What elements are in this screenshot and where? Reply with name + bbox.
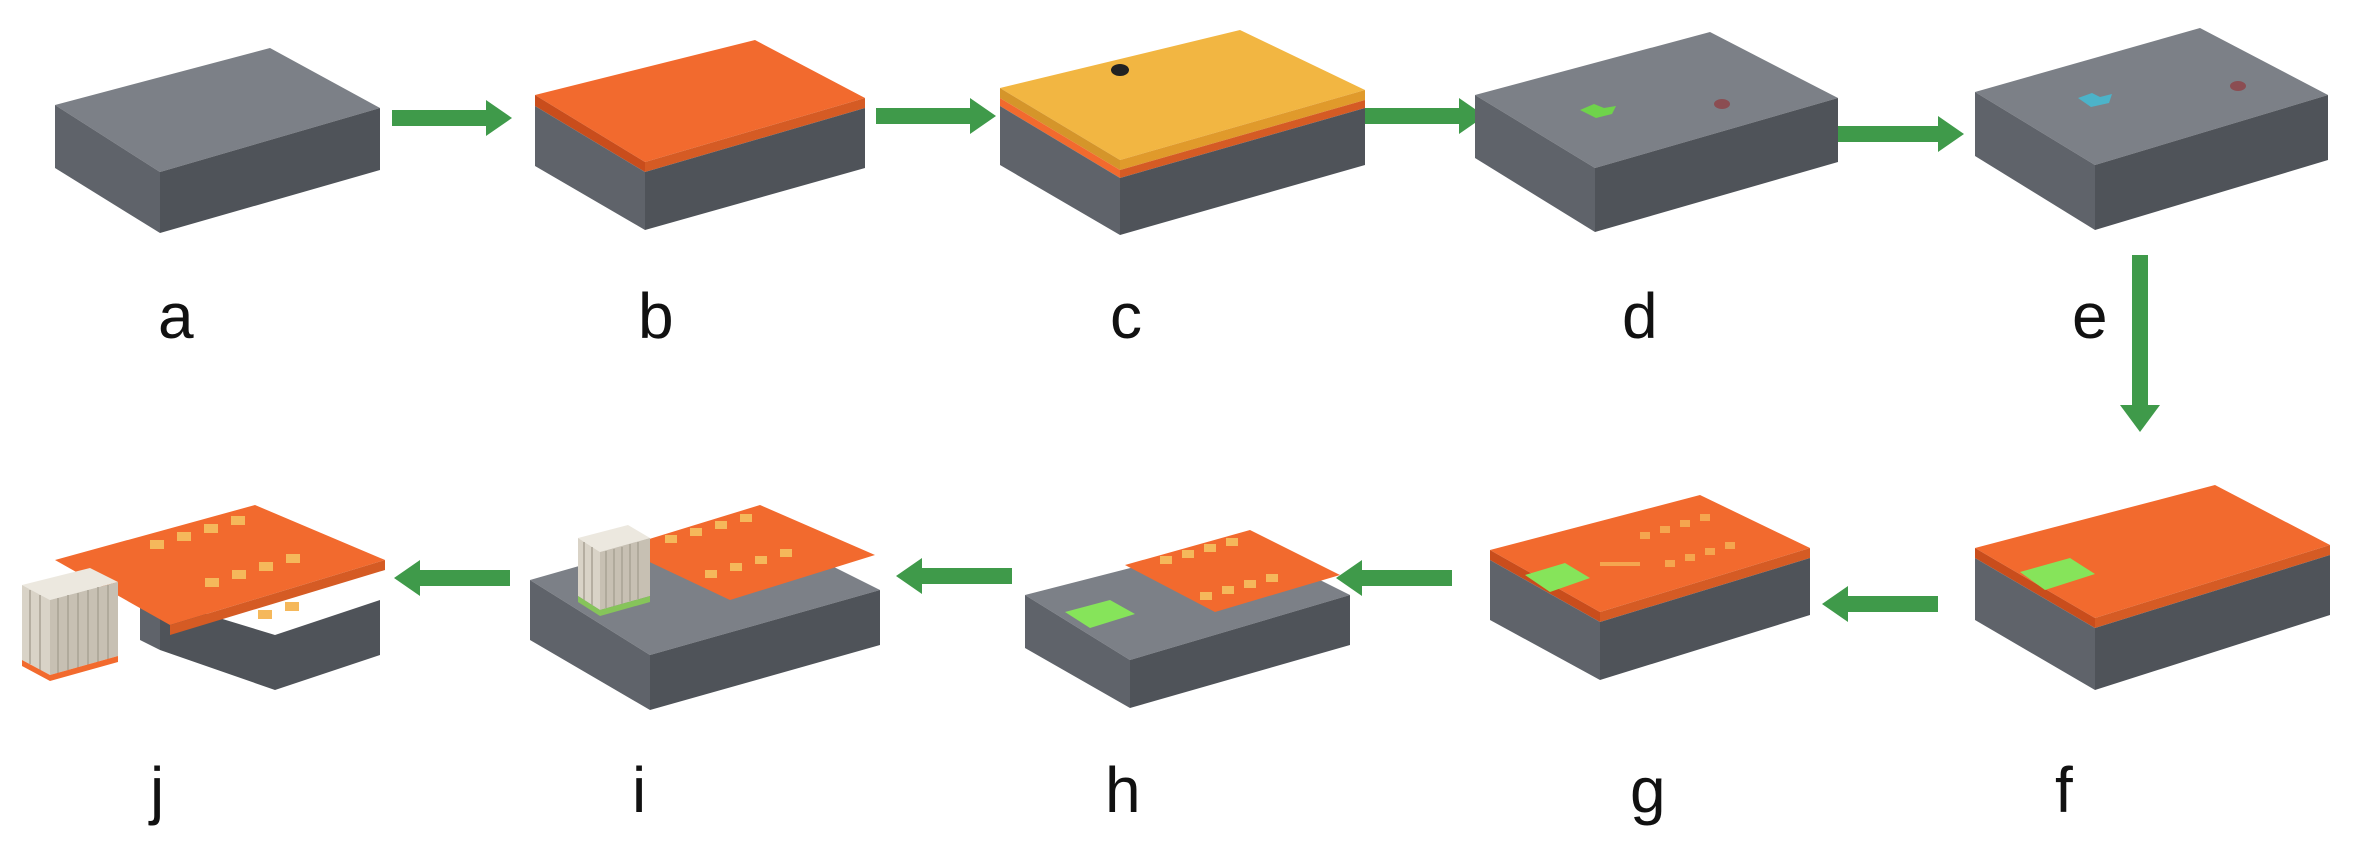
step-a-substrate-block [55, 48, 380, 233]
arrow-a-to-b [392, 100, 512, 136]
arrow-c-to-d [1365, 98, 1485, 134]
step-b-orange-layer-block [535, 40, 865, 230]
step-c-yellow-layer-block [1000, 30, 1365, 235]
step-label-b: b [638, 280, 674, 352]
electrode-layer [55, 505, 385, 625]
arrow-d-to-e [1838, 116, 1964, 152]
arrow-i-to-j [394, 560, 510, 596]
step-label-h: h [1105, 754, 1141, 826]
step-i-nanowire-block [530, 505, 880, 710]
arrow-h-to-i [896, 558, 1012, 594]
arrow-b-to-c [876, 98, 996, 134]
step-f-orange-pad-block [1975, 485, 2330, 690]
step-e-marked-substrate-block [1975, 28, 2328, 230]
nanowire-array [22, 568, 118, 681]
green-pad [1065, 600, 1135, 628]
electrode-pads [1160, 538, 1278, 600]
red-mark [1714, 99, 1730, 109]
arrow-e-to-f [2120, 255, 2160, 432]
step-label-a: a [158, 280, 194, 352]
step-label-d: d [1622, 280, 1658, 352]
arrow-g-to-h [1336, 560, 1452, 596]
step-label-e: e [2072, 280, 2108, 352]
step-label-c: c [1110, 280, 1142, 352]
step-label-g: g [1630, 754, 1666, 826]
electrode-layer [620, 505, 875, 600]
mask-dot [1111, 64, 1129, 76]
step-label-i: i [632, 754, 646, 826]
electrode-pads [150, 516, 300, 619]
green-pad [1525, 563, 1590, 592]
electrode-pads [665, 514, 792, 578]
step-h-electrode-block [1025, 530, 1350, 708]
arrow-f-to-g [1822, 586, 1938, 622]
blue-mark [2078, 93, 2112, 107]
electrode-pattern [1600, 514, 1735, 567]
step-label-j: j [148, 754, 164, 826]
nanowire-array [578, 525, 650, 616]
step-d-marked-substrate-block [1475, 32, 1838, 232]
green-mark [1580, 104, 1616, 118]
step-g-patterned-orange-block [1490, 495, 1810, 680]
green-pad [2020, 558, 2095, 590]
electrode-layer [1125, 530, 1340, 612]
red-mark [2230, 81, 2246, 91]
step-label-f: f [2055, 754, 2073, 826]
step-j-final-chip [22, 505, 385, 690]
